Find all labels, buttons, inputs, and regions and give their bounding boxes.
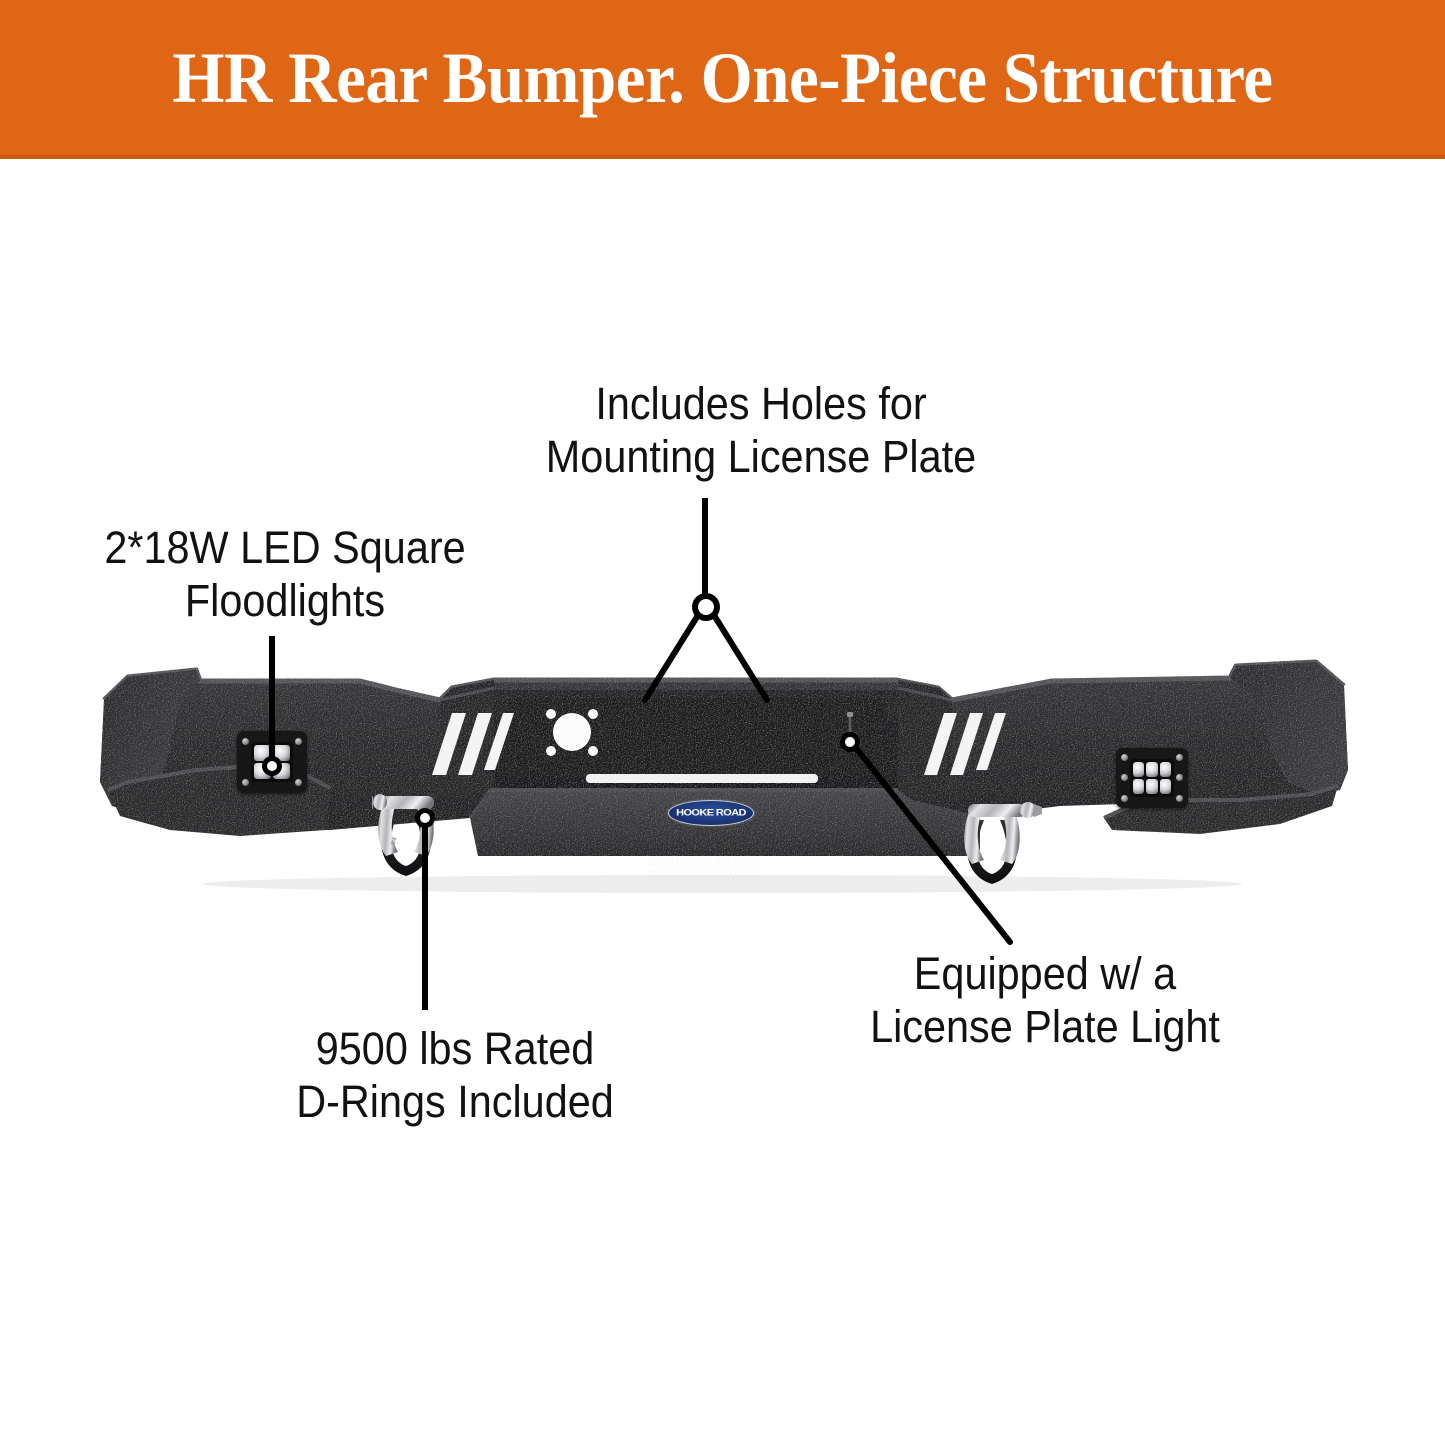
led-emitter bbox=[254, 745, 271, 761]
d-ring-shackle-left: 3/4 bbox=[372, 782, 452, 892]
callout-line: D-Rings Included bbox=[296, 1075, 614, 1127]
svg-text:3/4: 3/4 bbox=[390, 836, 399, 847]
led-floodlight-pod-left bbox=[237, 731, 307, 793]
d-ring-shackle-right bbox=[960, 792, 1046, 898]
callout-line: Includes Holes for bbox=[595, 378, 927, 429]
led-emitter bbox=[1146, 779, 1158, 794]
led-floodlight-pod-right bbox=[1116, 748, 1188, 808]
license-plate-mount-holes bbox=[546, 709, 598, 756]
brand-badge-text: HOOKE ROAD bbox=[676, 807, 746, 819]
callout-d-rings: 9500 lbs Rated D-Rings Included bbox=[230, 1023, 681, 1128]
led-emitter bbox=[1133, 762, 1145, 777]
callout-license-plate-light: Equipped w/ a License Plate Light bbox=[806, 948, 1284, 1053]
header-banner-edge bbox=[0, 155, 1445, 159]
page-title: HR Rear Bumper. One-Piece Structure bbox=[172, 37, 1273, 118]
callout-line: License Plate Light bbox=[870, 1000, 1220, 1052]
led-emitter bbox=[273, 745, 290, 761]
license-plate-light bbox=[845, 712, 855, 739]
callout-license-plate-holes: Includes Holes for Mounting License Plat… bbox=[476, 378, 1046, 483]
callout-line: Floodlights bbox=[184, 574, 386, 626]
led-emitter bbox=[1133, 779, 1145, 794]
led-emitter bbox=[1159, 762, 1171, 777]
led-emitter bbox=[1159, 779, 1171, 794]
callout-led-floodlights: 2*18W LED Square Floodlights bbox=[55, 522, 515, 627]
recess-highlight-strip bbox=[586, 774, 818, 783]
led-emitter bbox=[273, 763, 290, 779]
callout-line: 9500 lbs Rated bbox=[315, 1023, 595, 1074]
callout-line: 2*18W LED Square bbox=[104, 522, 466, 573]
vent-slashes-left bbox=[432, 713, 514, 775]
led-emitter bbox=[254, 763, 271, 779]
header-banner: HR Rear Bumper. One-Piece Structure bbox=[0, 0, 1445, 155]
callout-line: Mounting License Plate bbox=[545, 430, 977, 482]
brand-badge: HOOKE ROAD bbox=[668, 800, 754, 826]
led-emitter bbox=[1146, 762, 1158, 777]
callout-line: Equipped w/ a bbox=[913, 948, 1177, 999]
